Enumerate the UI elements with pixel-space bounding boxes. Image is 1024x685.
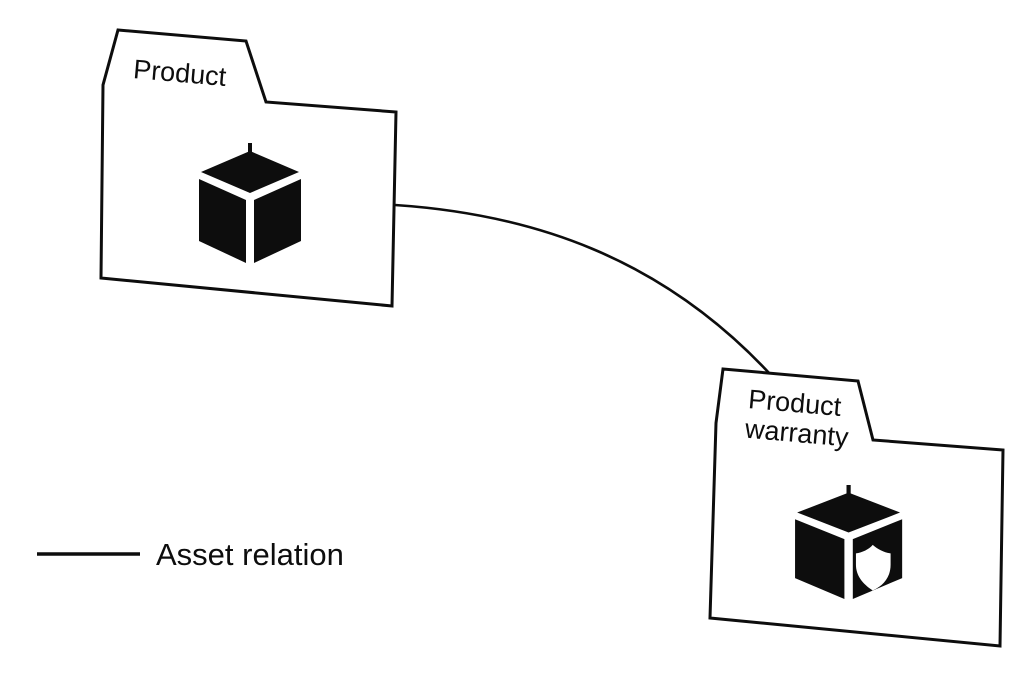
node-product-warranty: Product warranty bbox=[708, 367, 1005, 648]
legend: Asset relation bbox=[37, 537, 344, 572]
shield-cutout bbox=[855, 544, 891, 591]
node-product: Product bbox=[99, 28, 398, 308]
cube-right-face bbox=[254, 179, 301, 263]
asset-relation-edge bbox=[394, 203, 771, 375]
cube-shield-icon bbox=[795, 485, 903, 599]
cube-top-face bbox=[201, 151, 299, 193]
legend-label: Asset relation bbox=[156, 537, 344, 572]
cube-icon bbox=[199, 143, 301, 263]
cube-top-spike bbox=[248, 143, 252, 156]
cube-top-spike bbox=[846, 485, 851, 498]
cube-left-face bbox=[199, 179, 246, 263]
cube-left-face bbox=[795, 519, 845, 599]
